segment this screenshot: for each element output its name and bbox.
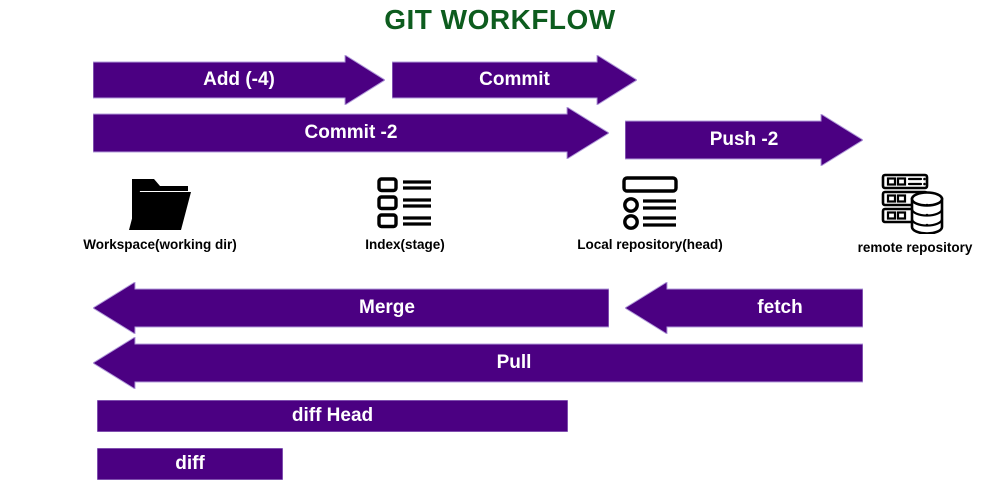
- arrow-commit-2-shape: [93, 107, 609, 159]
- node-remote-repository-caption: remote repository: [857, 240, 973, 255]
- node-local-repository[interactable]: Local repository(head): [540, 175, 760, 252]
- arrow-push-2-shape: [625, 114, 863, 166]
- server-database-icon: [881, 173, 944, 234]
- arrow-add[interactable]: Add (-4): [93, 55, 385, 105]
- folder-icon: [129, 179, 191, 230]
- arrow-push-2[interactable]: Push -2: [625, 114, 863, 166]
- bar-diff[interactable]: diff: [97, 448, 283, 480]
- node-remote-repository[interactable]: remote repository: [830, 172, 1000, 255]
- node-local-repository-caption: Local repository(head): [577, 237, 723, 252]
- arrow-commit-2[interactable]: Commit -2: [93, 107, 609, 159]
- bar-diff-shape: [97, 448, 283, 480]
- arrow-commit[interactable]: Commit: [392, 55, 637, 105]
- node-workspace[interactable]: Workspace(working dir): [40, 175, 280, 252]
- arrow-merge[interactable]: Merge: [93, 282, 609, 334]
- list-bullet-icon: [622, 176, 678, 230]
- page-title: GIT WORKFLOW: [384, 4, 616, 35]
- node-workspace-caption: Workspace(working dir): [83, 237, 237, 252]
- arrow-fetch[interactable]: fetch: [625, 282, 863, 334]
- arrow-fetch-shape: [625, 282, 863, 334]
- node-index[interactable]: Index(stage): [320, 175, 490, 252]
- node-index-caption: Index(stage): [365, 237, 445, 252]
- bar-diff-head[interactable]: diff Head: [97, 400, 568, 432]
- arrow-commit-shape: [392, 55, 637, 105]
- bar-diff-head-shape: [97, 400, 568, 432]
- arrow-add-shape: [93, 55, 385, 105]
- arrow-pull[interactable]: Pull: [93, 337, 863, 389]
- arrow-merge-shape: [93, 282, 609, 334]
- list-checkbox-icon: [377, 177, 431, 229]
- arrow-pull-shape: [93, 337, 863, 389]
